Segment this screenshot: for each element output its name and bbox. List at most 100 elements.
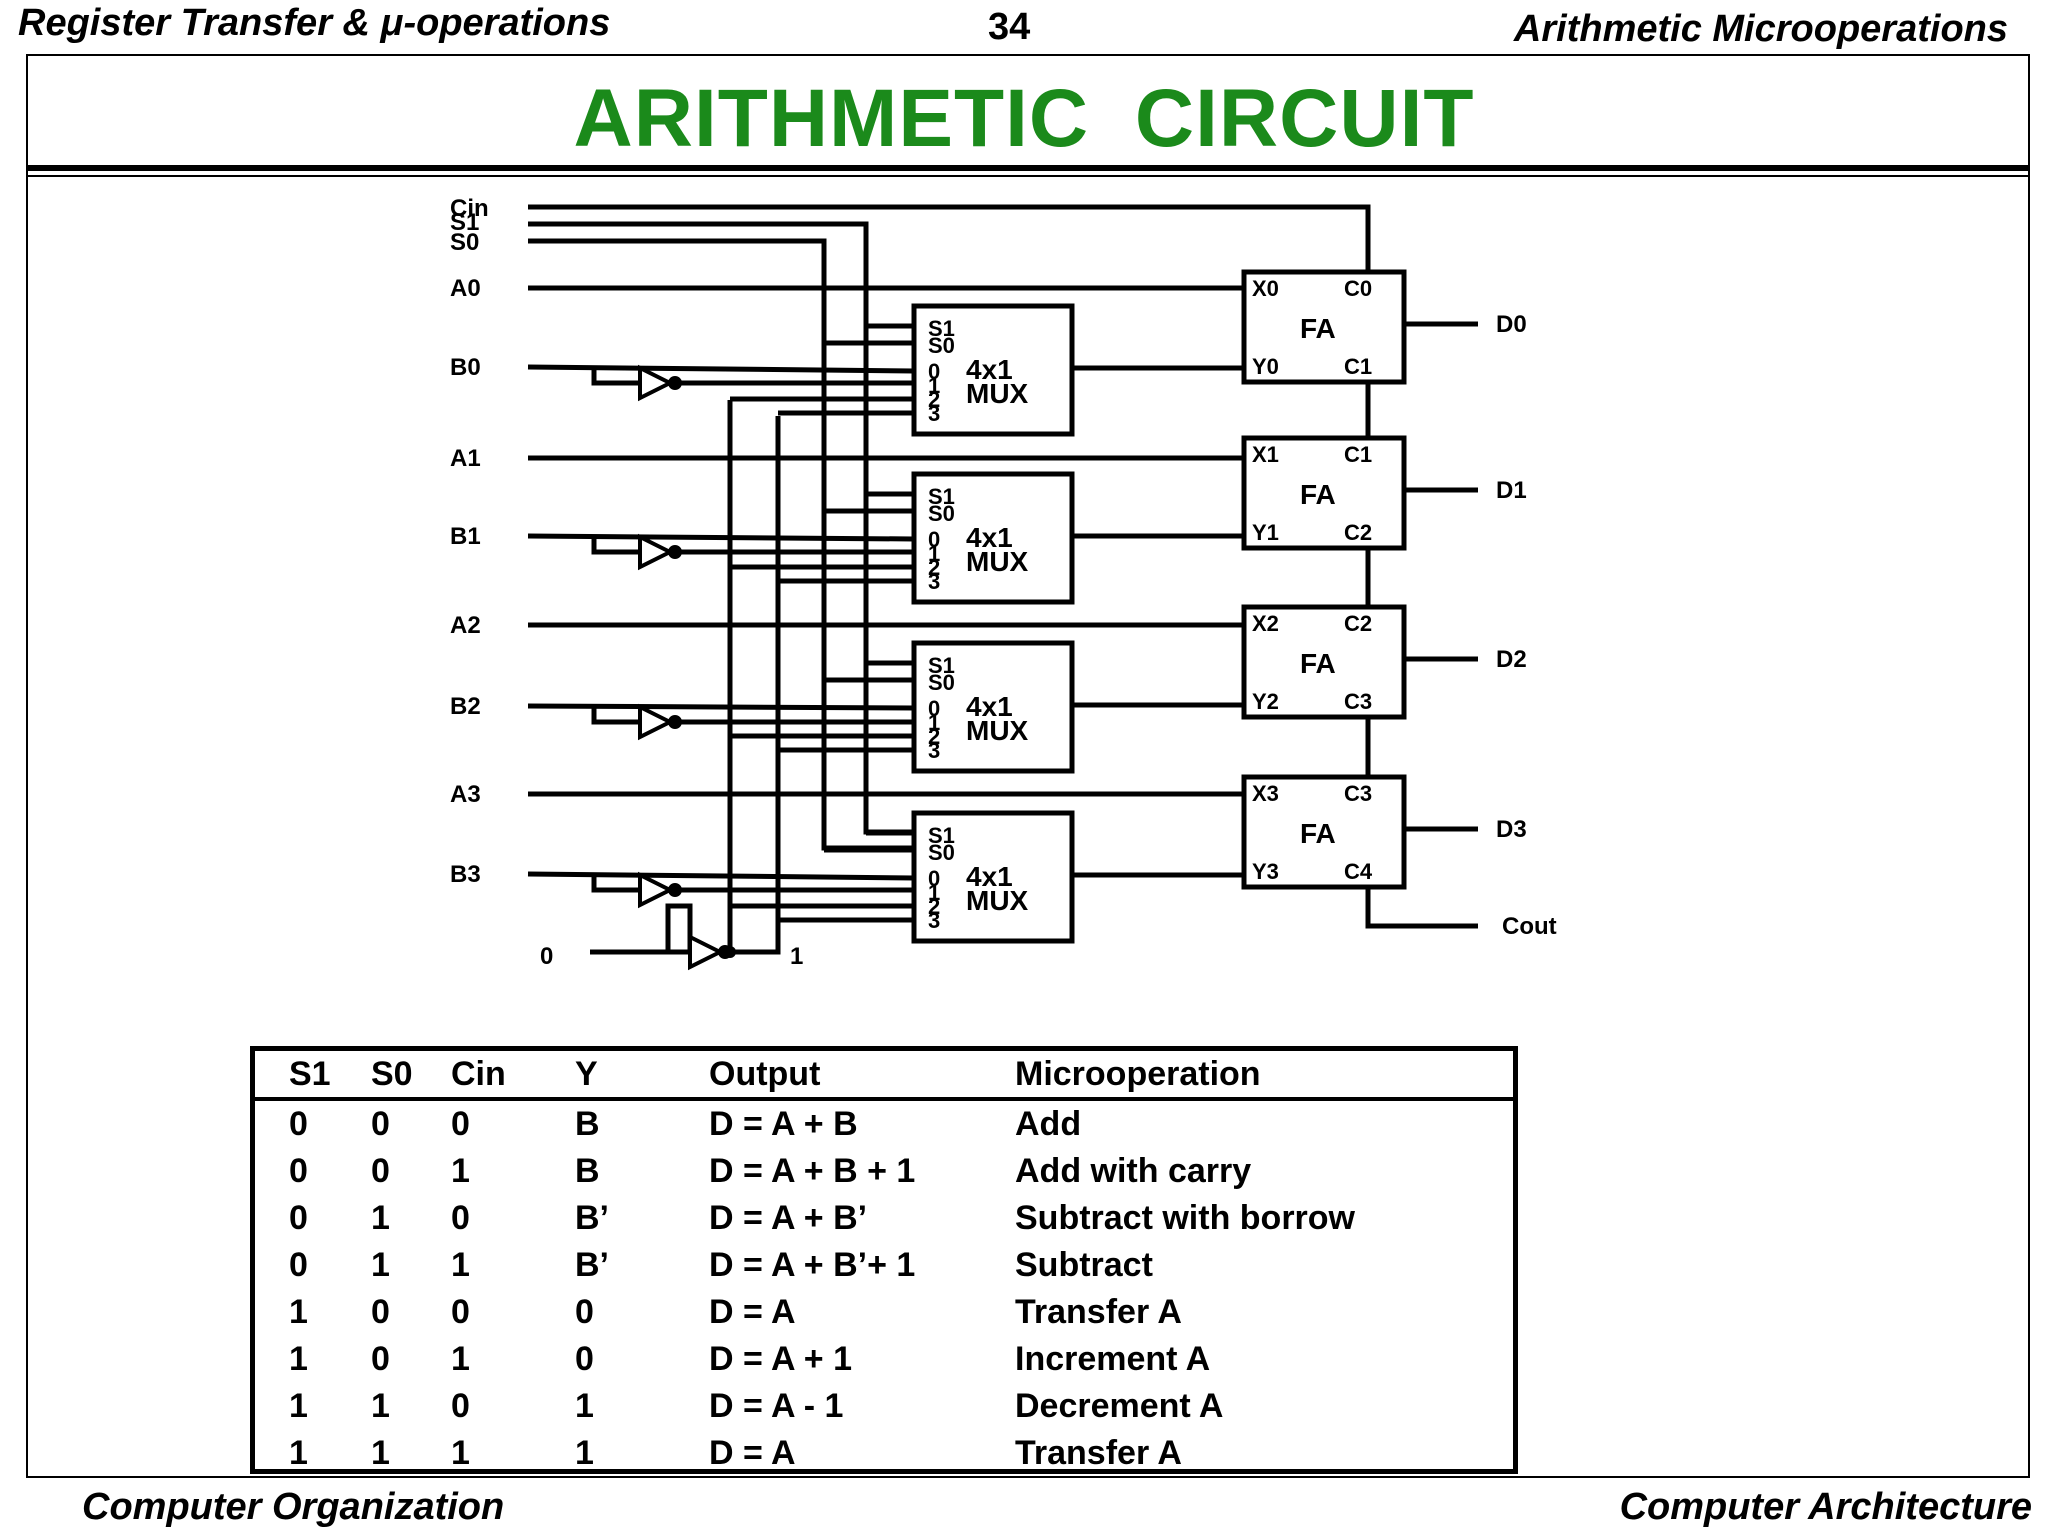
inverter-gate bbox=[638, 364, 675, 402]
cell-output: D = A + B’ bbox=[709, 1199, 868, 1237]
b-to-inverter bbox=[591, 536, 640, 555]
cell-s0: 1 bbox=[371, 1199, 390, 1237]
mux-pin-s1: S1 bbox=[928, 316, 955, 341]
mux-pin-2: 2 bbox=[928, 387, 940, 412]
cell-cin: 0 bbox=[451, 1293, 470, 1331]
col-s0: S0 bbox=[371, 1051, 451, 1101]
col-s1: S1 bbox=[255, 1051, 371, 1101]
inverter-bubble bbox=[668, 545, 682, 559]
input-label-a2: A2 bbox=[450, 612, 481, 639]
page-number: 34 bbox=[988, 6, 1031, 48]
cell-y: B’ bbox=[575, 1199, 609, 1237]
mux-pin-1: 1 bbox=[928, 710, 940, 735]
mux-pin-s0: S0 bbox=[928, 333, 955, 358]
cell-microoperation: Add with carry bbox=[1015, 1152, 1252, 1190]
cell-cin: 1 bbox=[451, 1340, 470, 1378]
mux-pin-3: 3 bbox=[928, 569, 940, 594]
cell-s1: 0 bbox=[289, 1105, 308, 1143]
title-divider bbox=[26, 165, 2030, 171]
cell-microoperation: Subtract bbox=[1015, 1246, 1153, 1284]
cell-cin: 1 bbox=[451, 1152, 470, 1190]
cell-output: D = A + 1 bbox=[709, 1340, 852, 1378]
header-section-title: Arithmetic Microoperations bbox=[1513, 8, 2008, 50]
cell-s0: 0 bbox=[371, 1293, 390, 1331]
b-input-wire bbox=[527, 871, 915, 881]
cell-s0: 1 bbox=[371, 1434, 390, 1472]
cin-wire bbox=[528, 204, 1371, 272]
cell-output: D = A + B’+ 1 bbox=[709, 1246, 916, 1284]
mux-pin-s0: S0 bbox=[928, 670, 955, 695]
cell-output: D = A bbox=[709, 1293, 796, 1331]
mux-pin-s1: S1 bbox=[928, 823, 955, 848]
cell-microoperation: Transfer A bbox=[1015, 1434, 1182, 1472]
mux-pin-3: 3 bbox=[928, 401, 940, 426]
fa-label: FA bbox=[1300, 818, 1336, 849]
fa-pin-cout: C2 bbox=[1344, 520, 1372, 545]
mux-pin-0: 0 bbox=[928, 866, 940, 891]
cell-s1: 0 bbox=[289, 1246, 308, 1284]
full-adder-2 bbox=[1241, 604, 1407, 720]
inverter-bubble bbox=[668, 883, 682, 897]
inverter-gate bbox=[638, 533, 675, 571]
mux-label-4x1: 4x1 bbox=[966, 691, 1013, 722]
fa-pin-x: X1 bbox=[1252, 442, 1279, 467]
cell-y: B bbox=[575, 1152, 600, 1190]
footer-right: Computer Architecture bbox=[1619, 1486, 2032, 1528]
output-label-cout: Cout bbox=[1502, 913, 1557, 940]
cell-y: 0 bbox=[575, 1293, 594, 1331]
mux-label-mux: MUX bbox=[966, 546, 1029, 577]
input-label-s1: S1 bbox=[450, 209, 479, 236]
inverter-gate bbox=[638, 871, 675, 909]
mux-label-mux: MUX bbox=[966, 885, 1029, 916]
cell-output: D = A - 1 bbox=[709, 1387, 844, 1425]
mux-pin-2: 2 bbox=[928, 555, 940, 580]
mux-block-0 bbox=[911, 303, 1075, 437]
function-table-header: S1 S0 Cin Y Output Microoperation bbox=[255, 1051, 1513, 1101]
fa-pin-cout: C1 bbox=[1344, 354, 1372, 379]
fa-label: FA bbox=[1300, 479, 1336, 510]
mux-label-4x1: 4x1 bbox=[966, 522, 1013, 553]
inverter-bubble bbox=[718, 945, 732, 959]
cell-output: D = A + B bbox=[709, 1105, 858, 1143]
full-adder-1 bbox=[1241, 435, 1407, 551]
fa-pin-y: Y0 bbox=[1252, 354, 1279, 379]
cell-y: B’ bbox=[575, 1246, 609, 1284]
col-cin: Cin bbox=[451, 1051, 575, 1101]
output-label-d2: D2 bbox=[1496, 646, 1527, 673]
inverter-bubble bbox=[668, 376, 682, 390]
input-label-a1: A1 bbox=[450, 445, 481, 472]
mux-pin-s1: S1 bbox=[928, 484, 955, 509]
cell-s0: 0 bbox=[371, 1152, 390, 1190]
mux-label-4x1: 4x1 bbox=[966, 354, 1013, 385]
full-adder-0 bbox=[1241, 269, 1407, 385]
b-to-inverter bbox=[591, 706, 640, 725]
mux-label-4x1: 4x1 bbox=[966, 861, 1013, 892]
cell-output: D = A + B + 1 bbox=[709, 1152, 916, 1190]
fa-pin-cout: C4 bbox=[1344, 859, 1373, 884]
inverter-gate bbox=[638, 703, 675, 741]
input-label-a3: A3 bbox=[450, 781, 481, 808]
cell-cin: 0 bbox=[451, 1387, 470, 1425]
output-label-d1: D1 bbox=[1496, 477, 1527, 504]
cell-cin: 0 bbox=[451, 1199, 470, 1237]
fa-pin-x: X0 bbox=[1252, 276, 1279, 301]
cell-s0: 1 bbox=[371, 1246, 390, 1284]
slide-title: ARITHMETIC CIRCUIT bbox=[573, 73, 1475, 164]
mux-pin-0: 0 bbox=[928, 696, 940, 721]
fa-label: FA bbox=[1300, 648, 1336, 679]
mux-pin-1: 1 bbox=[928, 541, 940, 566]
slide-frame bbox=[26, 54, 2030, 1478]
mux-block-1 bbox=[911, 471, 1075, 605]
header-course-title: Register Transfer & μ-operations bbox=[18, 2, 611, 44]
cell-microoperation: Increment A bbox=[1015, 1340, 1211, 1378]
